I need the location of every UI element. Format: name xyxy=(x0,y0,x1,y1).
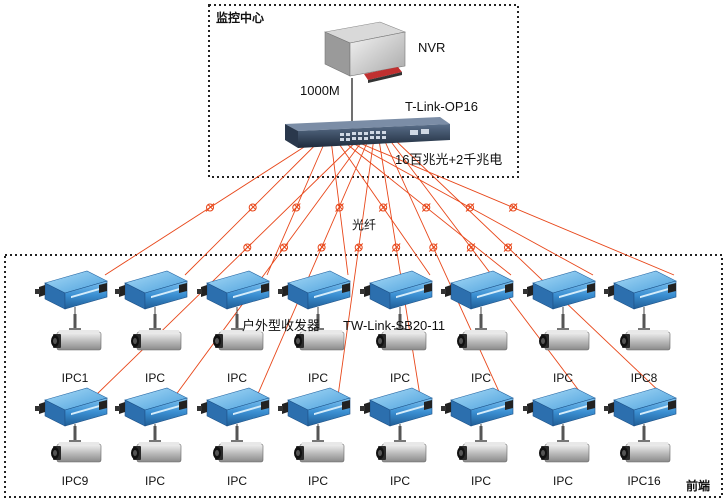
camera-icon xyxy=(539,314,590,351)
fiber-link xyxy=(394,139,665,397)
transceiver-icon xyxy=(115,387,188,427)
camera-icon xyxy=(620,314,671,351)
camera-icon xyxy=(213,426,264,463)
camera-label: IPC xyxy=(226,371,247,385)
fiber-marker-icon xyxy=(242,243,252,252)
transceiver-icon xyxy=(441,270,514,310)
fiber-marker-icon xyxy=(466,243,476,252)
camera-label: IPC16 xyxy=(627,474,661,488)
transceiver-icon xyxy=(35,387,108,427)
fiber-marker-icon xyxy=(279,243,289,252)
fiber-marker-icon xyxy=(465,203,475,212)
fiber-lines xyxy=(74,139,675,426)
frontend-title: 前端 xyxy=(686,479,711,493)
transceiver-icon xyxy=(523,270,596,310)
fiber-link xyxy=(383,139,502,397)
transceiver-icon xyxy=(441,387,514,427)
fiber-marker-icon xyxy=(391,243,401,252)
camera-label: IPC xyxy=(470,371,491,385)
fiber-marker-icon xyxy=(335,203,344,212)
fiber-marker-icon xyxy=(291,203,301,212)
camera-icon xyxy=(539,426,590,463)
transceiver-icon xyxy=(360,387,433,427)
fiber-marker-icon xyxy=(317,243,326,252)
transceiver-icon xyxy=(360,270,433,310)
camera-icon xyxy=(131,426,182,463)
transceiver-icon xyxy=(278,387,351,427)
camera-label: IPC xyxy=(307,371,328,385)
camera-icon xyxy=(457,314,508,351)
fiber-label: 光纤 xyxy=(352,218,377,232)
transceiver-icon xyxy=(197,387,270,427)
camera-icon xyxy=(51,426,102,463)
camera-label: IPC xyxy=(552,371,573,385)
nvr-server-icon xyxy=(323,21,407,83)
fiber-marker-icon xyxy=(508,203,518,212)
transceiver-icon xyxy=(197,270,270,310)
camera-label: IPC xyxy=(144,371,165,385)
switch-label: T-Link-OP16 xyxy=(405,99,478,114)
camera-icon xyxy=(457,426,508,463)
camera-icon xyxy=(294,314,345,351)
transceiver-icon xyxy=(115,270,188,310)
transceiver-icon xyxy=(604,270,677,310)
camera-icon xyxy=(376,314,427,351)
camera-icon xyxy=(131,314,182,351)
monitoring-center-box xyxy=(208,4,519,178)
fiber-link xyxy=(256,139,369,397)
monitoring-center-title: 监控中心 xyxy=(216,11,265,25)
switch-ports-label: 16百兆光+2千兆电 xyxy=(395,152,503,167)
nvr-label: NVR xyxy=(418,40,446,55)
fiber-marker-icon xyxy=(378,203,388,212)
fiber-link xyxy=(337,139,375,397)
uplink-label: 1000M xyxy=(300,83,340,98)
camera-icon xyxy=(213,314,264,351)
camera-icon xyxy=(376,426,427,463)
fiber-marker-icon xyxy=(354,243,364,252)
fiber-marker-icon xyxy=(503,243,513,252)
fiber-markers xyxy=(205,203,518,252)
frontend-devices xyxy=(35,270,677,463)
camera-label: IPC xyxy=(389,371,410,385)
camera-label: IPC xyxy=(389,474,410,488)
fiber-marker-icon xyxy=(421,203,431,212)
transceiver-icon xyxy=(604,387,677,427)
switch-icon xyxy=(285,117,450,148)
fiber-link xyxy=(94,139,359,397)
fiber-link xyxy=(174,139,364,397)
camera-label: IPC xyxy=(307,474,328,488)
camera-icon xyxy=(294,426,345,463)
camera-label: IPC xyxy=(470,474,491,488)
transceiver-icon xyxy=(523,387,596,427)
camera-label: IPC8 xyxy=(630,371,658,385)
transceiver-label: 户外型收发器 xyxy=(242,318,321,333)
fiber-marker-icon xyxy=(428,243,438,252)
fiber-link xyxy=(378,139,421,397)
camera-label: IPC1 xyxy=(61,371,89,385)
camera-label: IPC9 xyxy=(61,474,89,488)
transceiver-icon xyxy=(35,270,108,310)
camera-label: IPC xyxy=(226,474,247,488)
camera-icon xyxy=(51,314,102,351)
camera-icon xyxy=(620,426,671,463)
fiber-link xyxy=(389,139,584,397)
camera-label: IPC xyxy=(144,474,165,488)
frontend-box xyxy=(4,254,723,498)
fiber-marker-icon xyxy=(248,203,258,212)
transceiver-icon xyxy=(278,270,351,310)
transceiver-model-label: TW-Link-SB20-11 xyxy=(343,318,446,333)
fiber-marker-icon xyxy=(205,203,215,212)
camera-label: IPC xyxy=(552,474,573,488)
